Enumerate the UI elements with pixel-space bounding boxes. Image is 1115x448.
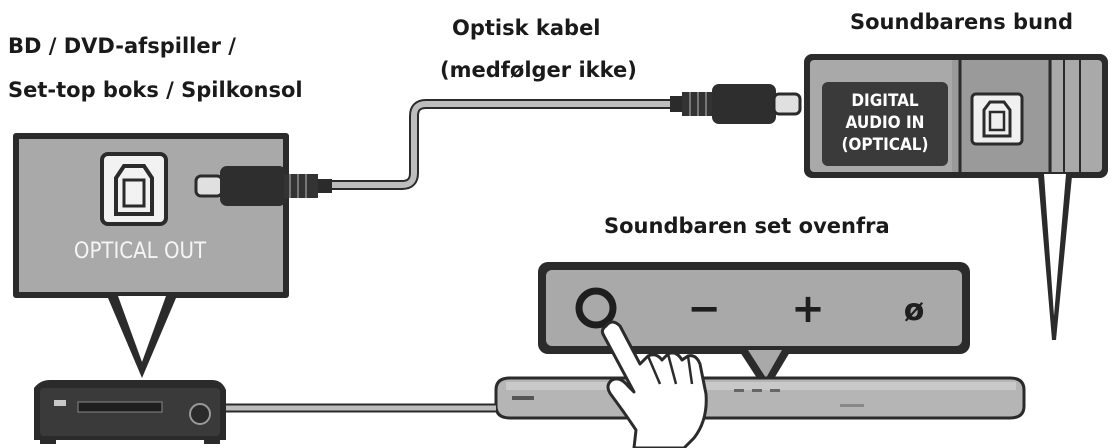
soundbar-port-label-line1: DIGITAL	[851, 91, 919, 111]
volume-down-button[interactable]: −	[687, 286, 721, 332]
soundbar-bottom-label: Soundbarens bund	[850, 10, 1074, 34]
soundbar-port-label-line2: AUDIO IN	[846, 113, 925, 133]
soundbar-bottom-callout	[804, 54, 1108, 340]
optical-port-icon	[970, 92, 1024, 146]
source-device	[34, 380, 226, 444]
hand-icon	[600, 320, 708, 448]
power-button-icon[interactable]	[575, 287, 617, 329]
cable-label-line2: (medfølger ikke)	[440, 58, 637, 82]
volume-up-button[interactable]: +	[791, 286, 825, 332]
soundbar-port-label-line3: (OPTICAL)	[841, 135, 928, 155]
soundbar-body	[494, 376, 1026, 420]
optical-cable	[330, 99, 682, 190]
soundbar-top-view-label: Soundbaren set ovenfra	[604, 214, 890, 238]
soundbar-plug	[670, 84, 802, 124]
cable-label-line1: Optisk kabel	[452, 16, 601, 40]
soundbar-top-callout	[538, 262, 970, 392]
optical-port-icon	[100, 152, 168, 226]
source-port-label: OPTICAL OUT	[74, 239, 207, 264]
source-plug	[194, 166, 332, 206]
bluetooth-button[interactable]: ø	[904, 293, 925, 328]
source-label-line2: Set-top boks / Spilkonsol	[8, 78, 303, 102]
source-label-line1: BD / DVD-afspiller /	[8, 34, 236, 58]
